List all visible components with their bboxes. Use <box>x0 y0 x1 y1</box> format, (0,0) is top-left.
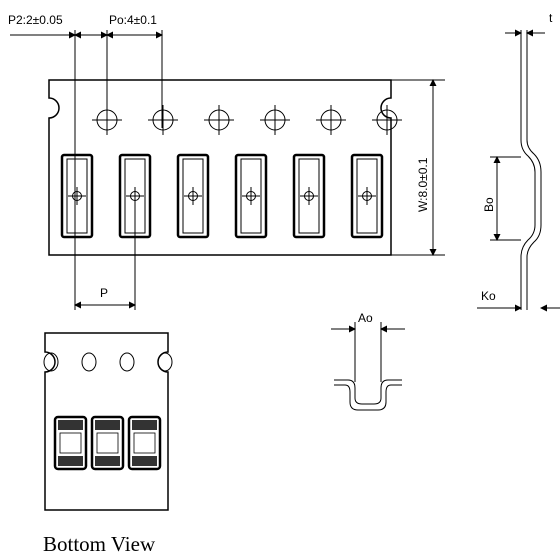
bottom-tape <box>43 332 173 511</box>
ao-label: Ao <box>358 311 373 325</box>
sprocket-hole <box>372 105 402 135</box>
bottom-sprocket-holes <box>43 352 173 372</box>
bottom-sprocket-hole <box>157 352 173 372</box>
p2-label: P2:2±0.05 <box>8 13 63 27</box>
bottom-sprocket-hole <box>81 352 97 372</box>
sprocket-holes <box>92 105 402 135</box>
pocket <box>60 153 94 239</box>
side-profile: t Bo Ko <box>477 11 560 312</box>
top-tape <box>48 79 402 256</box>
t-label: t <box>549 11 553 25</box>
sprocket-hole <box>148 105 178 135</box>
pocket <box>176 153 210 239</box>
sprocket-hole <box>204 105 234 135</box>
ao-cross-section: Ao <box>331 311 405 411</box>
bottom-sprocket-hole <box>43 352 59 372</box>
p0-label: Po:4±0.1 <box>109 13 157 27</box>
bottom-part <box>127 415 162 471</box>
bo-label: Bo <box>482 197 496 212</box>
dimension-p: P <box>74 205 136 310</box>
pocket <box>234 153 268 239</box>
pockets <box>60 153 384 239</box>
ko-label: Ko <box>481 289 496 303</box>
bottom-part <box>90 415 125 471</box>
pocket <box>350 153 384 239</box>
p-label: P <box>100 286 108 300</box>
bottom-sprocket-hole <box>119 352 135 372</box>
dimension-p2-p0: P2:2±0.05 Po:4±0.1 <box>8 13 163 205</box>
sprocket-hole <box>260 105 290 135</box>
bottom-view-caption: Bottom View <box>43 532 156 556</box>
pocket <box>292 153 326 239</box>
dimension-w: W:8.0±0.1 <box>391 79 445 256</box>
w-label: W:8.0±0.1 <box>416 157 430 212</box>
bottom-parts <box>53 415 162 471</box>
sprocket-hole <box>316 105 346 135</box>
bottom-part <box>53 415 88 471</box>
